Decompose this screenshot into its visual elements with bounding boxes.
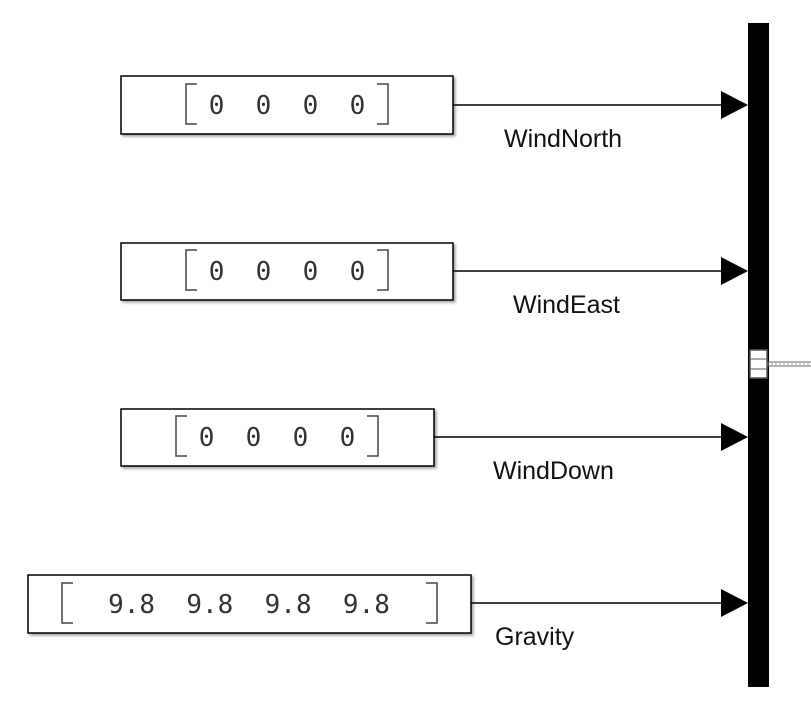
right-bracket <box>426 582 438 624</box>
constant-block-wind-down[interactable]: 0 0 0 0 <box>120 408 435 467</box>
left-bracket <box>61 582 73 624</box>
signal-line-gravity[interactable] <box>471 589 748 617</box>
right-bracket <box>377 249 389 291</box>
bus-output-port[interactable] <box>749 349 768 379</box>
bus-output-line[interactable] <box>767 361 811 367</box>
constant-block-wind-east[interactable]: 0 0 0 0 <box>120 242 454 301</box>
left-bracket <box>175 415 187 457</box>
signal-label-wind-north[interactable]: WindNorth <box>504 125 622 153</box>
signal-line-wind-north[interactable] <box>453 91 748 119</box>
arrow-head-icon <box>721 91 748 119</box>
signal-line-wind-down[interactable] <box>434 423 748 451</box>
constant-value: 0 0 0 0 <box>199 423 356 453</box>
arrow-head-icon <box>721 257 748 285</box>
right-bracket <box>377 83 389 125</box>
left-bracket <box>185 83 197 125</box>
constant-block-wind-north[interactable]: 0 0 0 0 <box>120 75 454 135</box>
signal-label-gravity[interactable]: Gravity <box>495 623 575 651</box>
constant-value: 9.8 9.8 9.8 9.8 <box>108 590 390 620</box>
arrow-head-icon <box>721 589 748 617</box>
signal-label-wind-east[interactable]: WindEast <box>513 291 620 319</box>
signal-line-wind-east[interactable] <box>453 257 748 285</box>
signal-label-wind-down[interactable]: WindDown <box>493 457 614 485</box>
constant-block-gravity[interactable]: 9.8 9.8 9.8 9.8 <box>27 574 472 634</box>
right-bracket <box>367 415 379 457</box>
constant-value: 0 0 0 0 <box>209 257 366 287</box>
constant-value: 0 0 0 0 <box>209 91 366 121</box>
arrow-head-icon <box>721 423 748 451</box>
left-bracket <box>185 249 197 291</box>
